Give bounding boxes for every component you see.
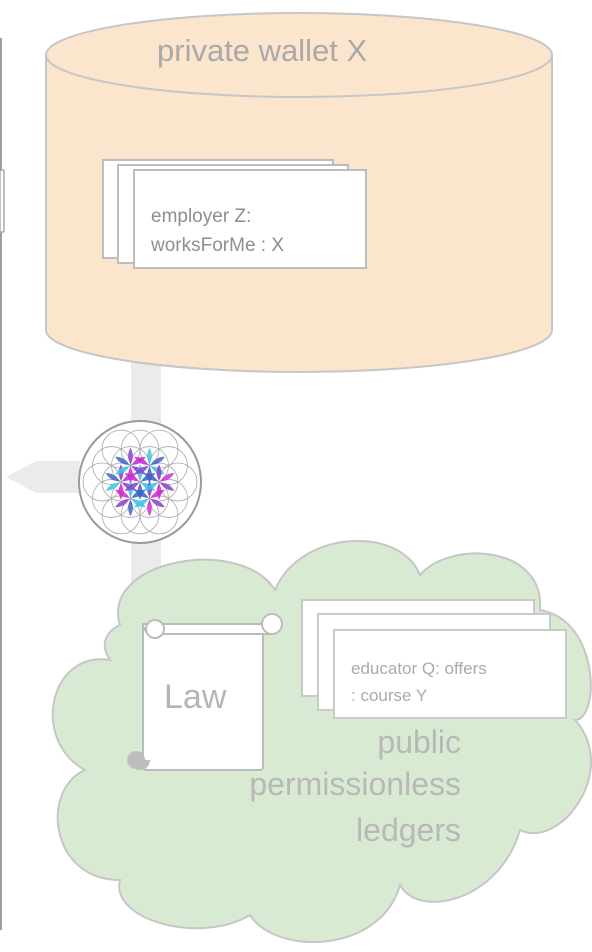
flower-petal [115,456,130,465]
flower-petal [124,473,139,482]
ledger-credential-stack [301,599,567,719]
ledger-credential-claim: : course Y [351,686,428,705]
flower-petal [134,456,149,465]
flower-petal [134,466,149,475]
flower-petal [160,482,175,491]
flower-petal [147,447,152,465]
flower-petal [156,483,162,500]
flower-petal [128,499,133,517]
flower-of-life-icon [78,420,202,544]
ledger-label-line-1: public [377,724,461,760]
flower-petal [143,473,158,482]
flower-petal [150,456,165,465]
flower-petal [105,473,120,482]
left-edge-tab [0,169,5,233]
left-arrow-connector [6,461,80,493]
flower-petal [115,499,130,508]
flower-petal [134,499,149,508]
private-wallet-title: private wallet X [157,33,368,68]
flower-petal [156,464,162,481]
flower-petal [128,447,133,465]
wallet-credential-stack [102,159,367,269]
ledger-label-line-3: ledgers [356,812,461,848]
law-label: Law [164,678,227,716]
ledger-label-line-2: permissionless [249,766,461,802]
flower-petal [160,473,175,482]
flower-petal [124,482,139,491]
flower-petal [150,499,165,508]
flower-petal [134,489,149,498]
flower-circle [158,462,198,502]
flower-petal [147,499,152,517]
law-scroll-icon [127,613,283,771]
flower-petal [115,489,130,498]
flower-petal [105,482,120,491]
ledger-credential-issuer: educator Q: offers [351,659,487,678]
flower-petal [115,466,130,475]
wallet-credential-claim: worksForMe : X [151,235,285,256]
flower-petal [143,482,158,491]
wallet-credential-issuer: employer Z: [151,206,252,227]
